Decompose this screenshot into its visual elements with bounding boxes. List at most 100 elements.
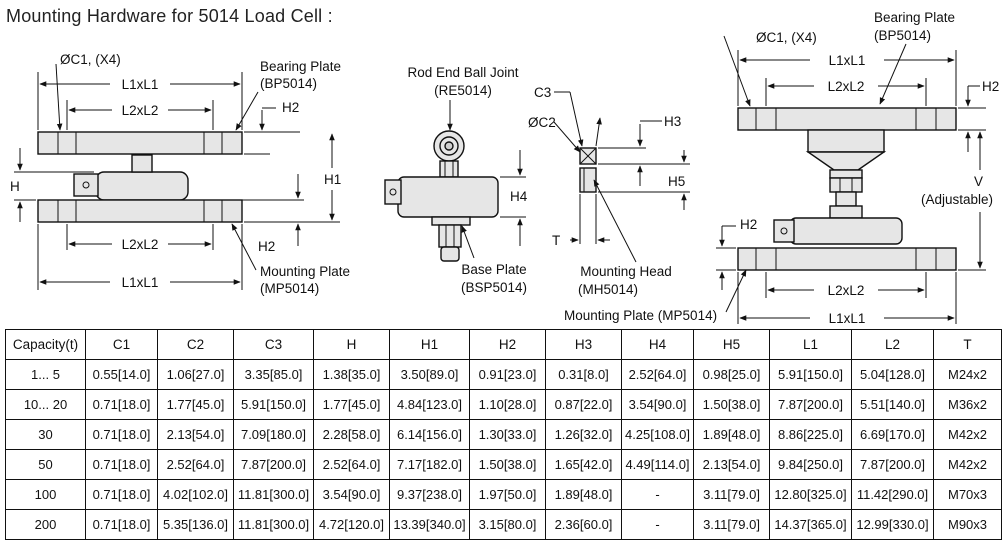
- table-cell: 1.89[48.0]: [545, 479, 622, 510]
- table-cell: 0.87[22.0]: [545, 389, 622, 420]
- head-c3-label: C3: [534, 85, 551, 100]
- header-cell: T: [933, 329, 1002, 360]
- table-cell: 7.09[180.0]: [233, 419, 314, 450]
- head-oc2-label: ØC2: [528, 115, 556, 130]
- table-cell: 9.37[238.0]: [389, 479, 470, 510]
- table-cell: 13.39[340.0]: [389, 509, 470, 540]
- table-cell: 50: [5, 449, 86, 480]
- table-cell: 11.42[290.0]: [851, 479, 934, 510]
- table-cell: 0.71[18.0]: [85, 389, 158, 420]
- table-cell: 11.81[300.0]: [233, 479, 314, 510]
- table-cell: 4.84[123.0]: [389, 389, 470, 420]
- table-cell: 14.37[365.0]: [769, 509, 852, 540]
- table-cell: 2.52[64.0]: [621, 359, 694, 390]
- table-cell: 12.80[325.0]: [769, 479, 852, 510]
- header-cell: C1: [85, 329, 158, 360]
- table-cell: 1.89[48.0]: [693, 419, 770, 450]
- table-row: 50 0.71[18.0] 2.52[64.0] 7.87[200.0] 2.5…: [5, 449, 1002, 480]
- table-cell: 5.35[136.0]: [157, 509, 234, 540]
- table-cell: 10... 20: [5, 389, 86, 420]
- center-load-cell: [397, 176, 499, 218]
- left-l2-bottom-label: L2xL2: [122, 237, 159, 252]
- table-cell: 200: [5, 509, 86, 540]
- right-h2-top-label: H2: [982, 79, 999, 94]
- table-cell: 4.02[102.0]: [157, 479, 234, 510]
- left-bearing-plate-code: (BP5014): [260, 76, 317, 91]
- table-cell: 100: [5, 479, 86, 510]
- table-row: 30 0.71[18.0] 2.13[54.0] 7.09[180.0] 2.2…: [5, 419, 1002, 450]
- table-cell: 2.13[54.0]: [157, 419, 234, 450]
- mounting-head-assembly: C3 ØC2 H3 H5 T Mounting Head (MH5014): [528, 85, 690, 297]
- header-cell: H2: [469, 329, 546, 360]
- table-cell: 1.30[33.0]: [469, 419, 546, 450]
- table-cell: 3.11[79.0]: [693, 479, 770, 510]
- table-cell: 0.71[18.0]: [85, 479, 158, 510]
- center-assembly: Rod End Ball Joint (RE5014) H4 Base Plat…: [384, 65, 528, 295]
- table-cell: 2.52[64.0]: [157, 449, 234, 480]
- right-bearing-plate: [737, 107, 957, 131]
- table-cell: 1.97[50.0]: [469, 479, 546, 510]
- table-cell: M42x2: [933, 419, 1002, 450]
- right-mounting-head: [829, 177, 863, 193]
- table-cell: 5.91[150.0]: [769, 359, 852, 390]
- table-cell: 8.86[225.0]: [769, 419, 852, 450]
- table-cell: 1.38[35.0]: [313, 359, 390, 390]
- center-base-plate: [431, 216, 471, 226]
- left-load-cell-connector: [73, 173, 99, 197]
- table-cell: 2.52[64.0]: [313, 449, 390, 480]
- head-h5-label: H5: [668, 174, 685, 189]
- left-mounting-plate: [37, 199, 243, 223]
- table-cell: 3.35[85.0]: [233, 359, 314, 390]
- table-cell: 0.71[18.0]: [85, 449, 158, 480]
- table-cell: M36x2: [933, 389, 1002, 420]
- right-l2-bottom-label: L2xL2: [828, 283, 865, 298]
- table-row: 1... 5 0.55[14.0] 1.06[27.0] 3.35[85.0] …: [5, 359, 1002, 390]
- table-cell: 4.25[108.0]: [621, 419, 694, 450]
- header-cell: L2: [851, 329, 934, 360]
- table-cell: 1.10[28.0]: [469, 389, 546, 420]
- left-mounting-plate-code: (MP5014): [260, 281, 319, 296]
- center-h4-label: H4: [510, 189, 528, 204]
- table-cell: 1... 5: [5, 359, 86, 390]
- table-cell: 0.55[14.0]: [85, 359, 158, 390]
- right-bearing-plate-code: (BP5014): [874, 28, 931, 43]
- left-oc1-label: ØC1, (X4): [60, 52, 121, 67]
- table-cell: 2.28[58.0]: [313, 419, 390, 450]
- base-plate-label: Base Plate: [461, 262, 526, 277]
- left-bearing-plate-label: Bearing Plate: [260, 59, 341, 74]
- table-row: 10... 20 0.71[18.0] 1.77[45.0] 5.91[150.…: [5, 389, 1002, 420]
- left-load-cell: [95, 171, 189, 201]
- left-h2-top-label: H2: [282, 100, 299, 115]
- table-cell: 1.77[45.0]: [313, 389, 390, 420]
- table-cell: 4.49[114.0]: [621, 449, 694, 480]
- table-cell: 2.13[54.0]: [693, 449, 770, 480]
- header-cell: H4: [621, 329, 694, 360]
- left-l1-bottom-label: L1xL1: [122, 275, 159, 290]
- table-cell: 7.17[182.0]: [389, 449, 470, 480]
- right-bearing-plate-label: Bearing Plate: [874, 10, 955, 25]
- table-cell: M70x3: [933, 479, 1002, 510]
- left-assembly: ØC1, (X4) L1xL1 L2xL2 H2 H H1 L2xL2 H2 L…: [10, 52, 350, 296]
- right-oc1-label: ØC1, (X4): [756, 30, 817, 45]
- table-cell: -: [621, 509, 694, 540]
- table-cell: 11.81[300.0]: [233, 509, 314, 540]
- right-adjustable-label: (Adjustable): [921, 192, 993, 207]
- table-cell: 3.54[90.0]: [313, 479, 390, 510]
- header-cell: H1: [389, 329, 470, 360]
- right-v-label: V: [974, 174, 983, 189]
- page-title: Mounting Hardware for 5014 Load Cell :: [6, 6, 333, 26]
- table-cell: 1.77[45.0]: [157, 389, 234, 420]
- header-cell: C2: [157, 329, 234, 360]
- table-cell: 3.54[90.0]: [621, 389, 694, 420]
- table-cell: 3.50[89.0]: [389, 359, 470, 390]
- table-cell: M90x3: [933, 509, 1002, 540]
- rod-end-label: Rod End Ball Joint: [407, 65, 518, 80]
- table-cell: 5.91[150.0]: [233, 389, 314, 420]
- dimensions-table: Capacity(t) C1 C2 C3 H H1 H2 H3 H4 H5 L1…: [5, 329, 1002, 540]
- head-h3-label: H3: [664, 114, 681, 129]
- left-l2-top-label: L2xL2: [122, 103, 159, 118]
- table-cell: 0.71[18.0]: [85, 509, 158, 540]
- table-cell: 1.50[38.0]: [469, 449, 546, 480]
- rod-end-code: (RE5014): [434, 83, 492, 98]
- table-cell: 7.87[200.0]: [851, 449, 934, 480]
